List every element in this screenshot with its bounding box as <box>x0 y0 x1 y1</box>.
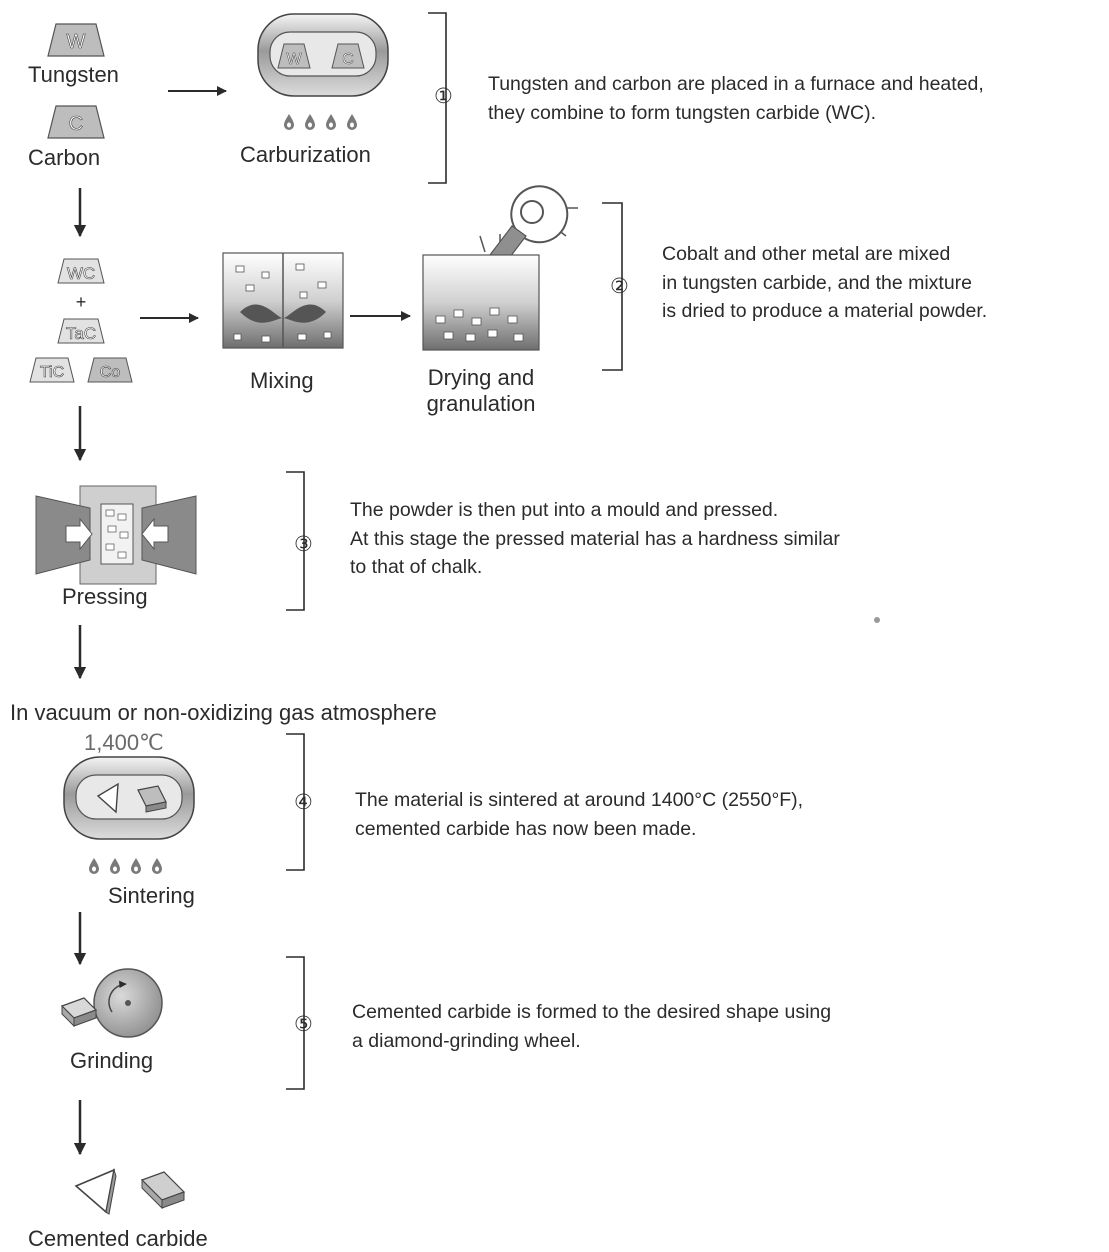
press-icon <box>35 485 197 585</box>
flames-icon <box>284 114 357 130</box>
step-3-number: ③ <box>294 533 313 556</box>
furnace-w-symbol: W <box>286 51 302 68</box>
step-5-description-line: a diamond-grinding wheel. <box>352 1029 581 1052</box>
step-5-description-line: Cemented carbide is formed to the desire… <box>352 1001 832 1023</box>
pressing-label: Pressing <box>62 584 148 609</box>
step-2-description-line: is dried to produce a material powder. <box>662 300 988 322</box>
drying-label-line: Drying and <box>427 365 535 390</box>
step-1-description-line: Tungsten and carbon are placed in a furn… <box>488 73 984 95</box>
step-2-description-line: in tungsten carbide, and the mixture <box>662 271 973 294</box>
sintering-flames-icon <box>89 858 162 874</box>
carburization-label: Carburization <box>240 142 371 167</box>
ingredients-icon: WC + TaC TiC Co <box>29 258 133 383</box>
cemented-carbide-label: Cemented carbide <box>28 1226 208 1251</box>
bracket-step-3 <box>286 471 305 611</box>
step-1-description-line: they combine to form tungsten carbide (W… <box>488 101 876 124</box>
drying-label: Drying and granulation <box>408 365 554 417</box>
step-2-description: Cobalt and other metal are mixed in tung… <box>662 240 987 326</box>
step-1-description: Tungsten and carbon are placed in a furn… <box>488 70 984 127</box>
grinding-label: Grinding <box>70 1048 154 1073</box>
carbon-block-icon: C <box>47 105 105 139</box>
grinding-wheel-icon <box>60 968 163 1038</box>
carbon-label: Carbon <box>28 145 101 170</box>
tac-symbol: TaC <box>66 324 96 343</box>
tic-symbol: TiC <box>40 364 64 381</box>
atmosphere-label: In vacuum or non-oxidizing gas atmospher… <box>10 700 437 725</box>
carburization-furnace-icon: W C <box>257 13 389 97</box>
step-2-number: ② <box>610 275 629 298</box>
sintering-label: Sintering <box>108 883 195 908</box>
cemented-carbide-square-icon <box>140 1171 186 1210</box>
drying-label-line: granulation <box>426 391 536 416</box>
step-3-description-line: At this stage the pressed material has a… <box>350 527 840 550</box>
bracket-step-2 <box>602 202 623 371</box>
tungsten-block-icon: W <box>47 23 105 57</box>
tungsten-label: Tungsten <box>28 62 119 87</box>
temperature-label: 1,400℃ <box>84 730 164 755</box>
plus-symbol: + <box>76 292 87 312</box>
step-4-description-line: cemented carbide has now been made. <box>355 817 697 840</box>
stray-dot <box>874 617 880 623</box>
mixing-tank-icon <box>222 252 344 349</box>
bracket-step-5 <box>286 956 305 1090</box>
step-4-description: The material is sintered at around 1400°… <box>355 786 803 843</box>
tungsten-symbol: W <box>67 31 86 53</box>
cemented-carbide-triangle-icon <box>74 1168 117 1215</box>
furnace-c-symbol: C <box>342 51 354 68</box>
bracket-step-4 <box>286 733 305 871</box>
co-symbol: Co <box>100 364 121 381</box>
step-4-number: ④ <box>294 791 313 814</box>
carbon-symbol: C <box>69 113 83 135</box>
step-5-number: ⑤ <box>294 1013 313 1036</box>
step-4-description-line: The material is sintered at around 1400°… <box>355 789 804 811</box>
wc-symbol: WC <box>67 264 95 283</box>
sintering-furnace-icon <box>63 756 195 840</box>
mixing-label: Mixing <box>250 368 314 393</box>
step-3-description-line: to that of chalk. <box>350 556 483 578</box>
step-5-description: Cemented carbide is formed to the desire… <box>352 998 831 1055</box>
step-3-description: The powder is then put into a mould and … <box>350 496 840 582</box>
bracket-step-1 <box>428 12 447 184</box>
step-1-number: ① <box>434 85 453 108</box>
step-2-description-line: Cobalt and other metal are mixed <box>662 243 951 265</box>
step-3-description-line: The powder is then put into a mould and … <box>350 499 779 521</box>
drying-tank-icon <box>422 254 540 351</box>
